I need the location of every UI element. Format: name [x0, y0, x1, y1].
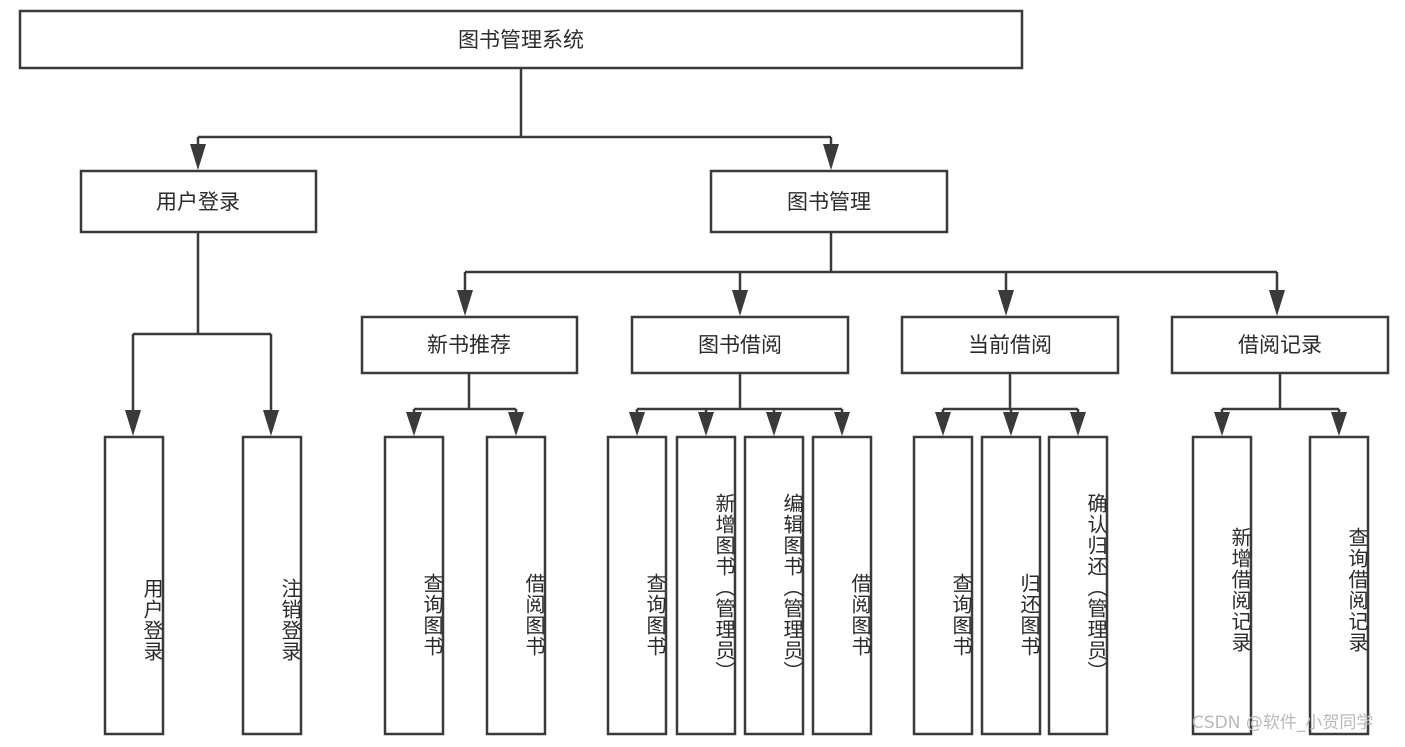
label-current-borrow: 当前借阅	[968, 333, 1052, 357]
arrow-head-leaf-add-book	[698, 412, 714, 436]
node-leaf-query-borrow-record[interactable]	[1308, 435, 1370, 736]
node-leaf-add-borrow-record[interactable]	[1191, 435, 1253, 736]
arrow-head-leaf-confirm-return	[1070, 412, 1086, 436]
connector-group	[125, 68, 1347, 436]
arrow-head-leaf-return-book	[1003, 412, 1019, 436]
node-leaf-return-book[interactable]	[980, 435, 1042, 736]
label-book-borrow: 图书借阅	[698, 333, 782, 357]
node-leaf-borrow-book-rec[interactable]	[485, 435, 547, 736]
arrow-head-user-login	[190, 144, 206, 170]
node-leaf-confirm-return[interactable]	[1047, 435, 1109, 736]
arrow-head-leaf-query-book-bb	[629, 412, 645, 436]
arrow-head-leaf-user-login	[125, 410, 141, 436]
node-new-book-recommend[interactable]	[360, 315, 579, 375]
arrow-head-leaf-query-borrow-record	[1331, 412, 1347, 436]
node-box-group	[18, 9, 1390, 736]
horizontal-label-group: 图书管理系统 用户登录 图书管理 新书推荐 图书借阅 当前借阅 借阅记录	[156, 28, 1322, 357]
arrow-head-leaf-borrow-book-rec	[508, 412, 524, 436]
arrow-head-leaf-query-book-rec	[406, 412, 422, 436]
node-leaf-user-login[interactable]	[103, 435, 165, 736]
node-leaf-edit-book[interactable]	[743, 435, 805, 736]
label-root: 图书管理系统	[458, 28, 584, 52]
arrow-head-current-borrow	[998, 290, 1014, 316]
arrow-head-book-management	[823, 144, 839, 170]
node-leaf-query-book-rec[interactable]	[383, 435, 445, 736]
node-leaf-query-book-bb[interactable]	[606, 435, 668, 736]
arrow-head-leaf-query-book-cb	[935, 412, 951, 436]
node-leaf-query-book-cb[interactable]	[912, 435, 974, 736]
csdn-watermark: CSDN @软件_小贺同学	[1192, 713, 1374, 733]
arrow-head-leaf-borrow-book-bb	[834, 412, 850, 436]
label-user-login: 用户登录	[156, 190, 240, 214]
arrow-head-leaf-edit-book	[766, 412, 782, 436]
label-book-management: 图书管理	[787, 190, 871, 214]
node-book-management[interactable]	[709, 169, 949, 234]
arrow-head-borrow-record	[1269, 290, 1285, 316]
node-borrow-record[interactable]	[1170, 315, 1390, 375]
node-leaf-borrow-book-bb[interactable]	[811, 435, 873, 736]
label-new-book-recommend: 新书推荐	[427, 333, 511, 357]
arrow-head-leaf-logout	[263, 410, 279, 436]
node-current-borrow[interactable]	[900, 315, 1120, 375]
node-user-login[interactable]	[79, 169, 318, 234]
arrow-head-new-book-recommend	[457, 290, 473, 316]
arrow-head-book-borrow	[732, 290, 748, 316]
node-leaf-logout[interactable]	[241, 435, 303, 736]
node-book-borrow[interactable]	[630, 315, 850, 375]
label-borrow-record: 借阅记录	[1238, 333, 1322, 357]
node-leaf-add-book[interactable]	[675, 435, 737, 736]
arrow-head-leaf-add-borrow-record	[1214, 412, 1230, 436]
node-root[interactable]	[18, 9, 1024, 70]
